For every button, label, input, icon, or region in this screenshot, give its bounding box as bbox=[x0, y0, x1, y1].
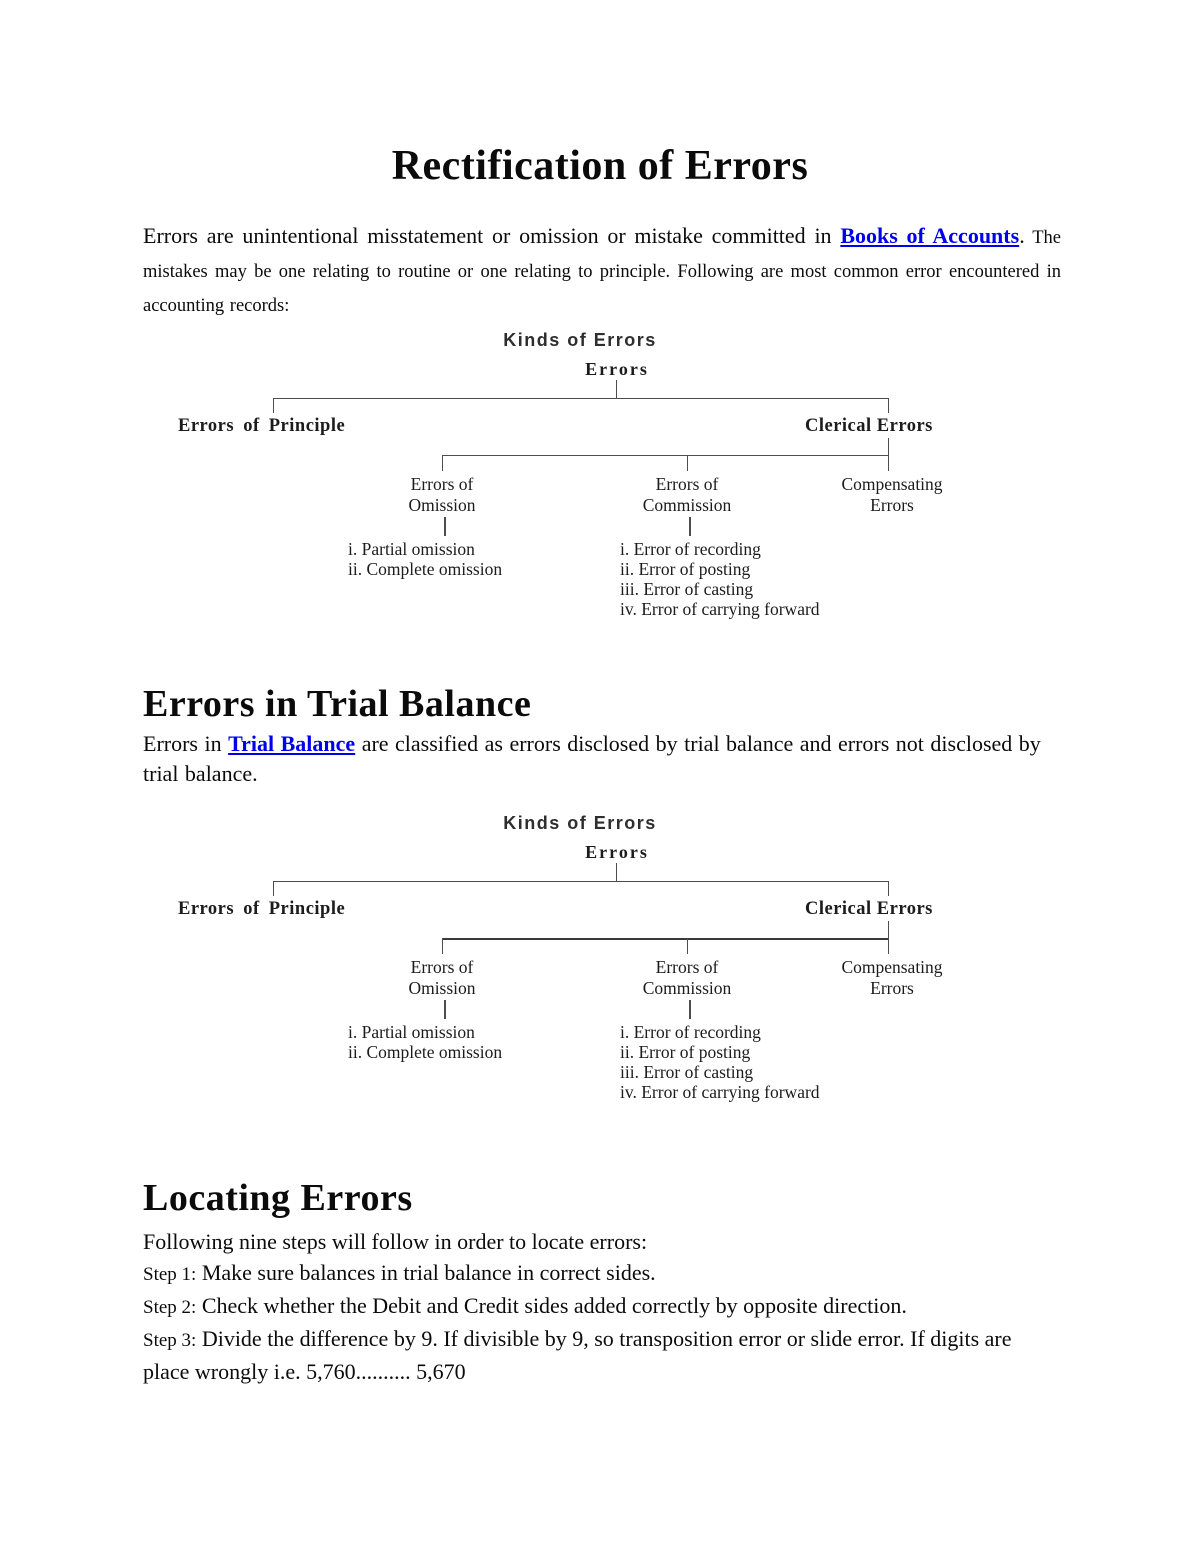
node-label-line: Errors of bbox=[655, 957, 719, 977]
node-label-line: Errors bbox=[870, 495, 914, 515]
tree-connector bbox=[888, 921, 889, 938]
list-item: iii. Error of casting bbox=[620, 579, 754, 599]
tree-connector bbox=[273, 881, 274, 896]
locating-intro-line: Following nine steps will follow in orde… bbox=[143, 1229, 648, 1254]
compensating-errors-node: Compensating Errors bbox=[807, 957, 977, 999]
errors-of-commission-node: Errors of Commission bbox=[602, 474, 772, 516]
errors-of-omission-node: Errors of Omission bbox=[357, 474, 527, 516]
tree-connector bbox=[888, 438, 889, 455]
kinds-of-errors-diagram-2: Kinds of Errors Errors Errors of Princip… bbox=[170, 813, 990, 1105]
tree-connector bbox=[616, 863, 617, 881]
list-item: iii. Error of casting bbox=[620, 1062, 754, 1082]
omission-list: i. Partial omission ii. Complete omissio… bbox=[348, 1022, 502, 1062]
list-item: ii. Error of posting bbox=[620, 1042, 751, 1062]
step-text: Check whether the Debit and Credit sides… bbox=[196, 1293, 907, 1318]
trial-balance-paragraph: Errors in Trial Balance are classified a… bbox=[143, 729, 1061, 789]
books-of-accounts-link[interactable]: Books of Accounts bbox=[840, 223, 1020, 248]
list-item: ii. Error of posting bbox=[620, 559, 751, 579]
page-title: Rectification of Errors bbox=[391, 143, 809, 189]
node-label-line: Errors of bbox=[655, 474, 719, 494]
clerical-errors-node: Clerical Errors bbox=[805, 899, 933, 919]
compensating-errors-node: Compensating Errors bbox=[807, 474, 977, 516]
step-line-3: Step 3: Divide the difference by 9. If d… bbox=[143, 1323, 1015, 1387]
tree-connector bbox=[888, 881, 889, 896]
kinds-of-errors-diagram-1: Kinds of Errors Errors Errors of Princip… bbox=[170, 330, 990, 622]
list-item: ii. Complete omission bbox=[348, 1042, 503, 1062]
step-text: Divide the difference by 9. If divisible… bbox=[143, 1326, 1012, 1384]
tree-connector bbox=[687, 455, 688, 471]
errors-root-node: Errors bbox=[585, 359, 649, 379]
intro-paragraph: Errors are unintentional misstatement or… bbox=[143, 220, 1061, 322]
tree-connector bbox=[273, 881, 889, 882]
trial-before-text: Errors in bbox=[143, 731, 229, 756]
step-text: Make sure balances in trial balance in c… bbox=[196, 1260, 656, 1285]
node-label-line: Compensating bbox=[841, 474, 943, 494]
intro-period: . bbox=[1019, 223, 1025, 248]
locating-steps-block: Following nine steps will follow in orde… bbox=[143, 1226, 1015, 1387]
tree-connector bbox=[687, 938, 688, 954]
step-label: Step 1: bbox=[143, 1264, 197, 1285]
section-heading-locating-errors: Locating Errors bbox=[143, 1177, 413, 1219]
node-label-line: Errors of bbox=[410, 957, 474, 977]
omission-list: i. Partial omission ii. Complete omissio… bbox=[348, 539, 502, 579]
diagram-title: Kinds of Errors bbox=[503, 330, 657, 350]
node-label-line: Errors bbox=[870, 978, 914, 998]
trial-after-text: are classified as errors disclosed by tr… bbox=[143, 731, 1041, 786]
tree-connector bbox=[888, 455, 889, 471]
list-item: iv. Error of carrying forward bbox=[620, 599, 820, 619]
tree-connector bbox=[442, 938, 889, 940]
intro-rest-text: The mistakes may be one relating to rout… bbox=[143, 228, 1061, 316]
tree-connector bbox=[689, 1000, 691, 1019]
tree-connector bbox=[616, 380, 617, 398]
commission-list: i. Error of recording ii. Error of posti… bbox=[620, 1022, 820, 1102]
node-label-line: Commission bbox=[642, 978, 732, 998]
section-heading-errors-in-trial-balance: Errors in Trial Balance bbox=[143, 683, 532, 725]
list-item: i. Error of recording bbox=[620, 1022, 761, 1042]
clerical-errors-node: Clerical Errors bbox=[805, 416, 933, 436]
errors-of-omission-node: Errors of Omission bbox=[357, 957, 527, 999]
diagram-title: Kinds of Errors bbox=[503, 813, 657, 833]
trial-balance-link[interactable]: Trial Balance bbox=[228, 731, 356, 756]
node-label-line: Omission bbox=[408, 978, 476, 998]
errors-root-node: Errors bbox=[585, 842, 649, 862]
tree-connector bbox=[444, 517, 446, 536]
list-item: i. Partial omission bbox=[348, 1022, 475, 1042]
step-label: Step 2: bbox=[143, 1297, 197, 1318]
tree-connector bbox=[442, 455, 443, 471]
node-label-line: Omission bbox=[408, 495, 476, 515]
step-line-1: Step 1: Make sure balances in trial bala… bbox=[143, 1257, 1015, 1290]
errors-of-principle-node: Errors of Principle bbox=[178, 416, 346, 436]
list-item: i. Partial omission bbox=[348, 539, 475, 559]
intro-lead-text: Errors are unintentional misstatement or… bbox=[143, 223, 841, 248]
tree-connector bbox=[444, 1000, 446, 1019]
node-label-line: Commission bbox=[642, 495, 732, 515]
node-label-line: Errors of bbox=[410, 474, 474, 494]
errors-of-commission-node: Errors of Commission bbox=[602, 957, 772, 999]
step-label: Step 3: bbox=[143, 1330, 197, 1351]
list-item: i. Error of recording bbox=[620, 539, 761, 559]
tree-connector bbox=[442, 938, 443, 954]
node-label-line: Compensating bbox=[841, 957, 943, 977]
tree-connector bbox=[689, 517, 691, 536]
tree-connector bbox=[888, 938, 889, 954]
tree-connector bbox=[442, 455, 889, 456]
tree-connector bbox=[273, 398, 889, 399]
tree-connector bbox=[888, 398, 889, 413]
list-item: ii. Complete omission bbox=[348, 559, 503, 579]
list-item: iv. Error of carrying forward bbox=[620, 1082, 820, 1102]
errors-of-principle-node: Errors of Principle bbox=[178, 899, 346, 919]
tree-connector bbox=[273, 398, 274, 413]
commission-list: i. Error of recording ii. Error of posti… bbox=[620, 539, 820, 619]
step-line-2: Step 2: Check whether the Debit and Cred… bbox=[143, 1290, 1015, 1323]
